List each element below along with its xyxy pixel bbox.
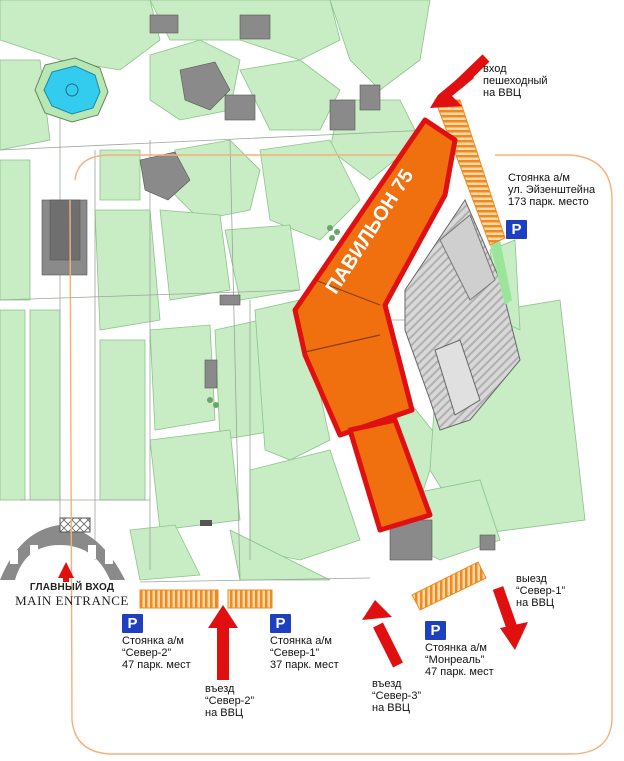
label-pedestrian-entrance: вход пешеходный на ВВЦ	[483, 63, 548, 99]
expo-boundary	[69, 154, 613, 755]
label-main-entrance: ГЛАВНЫЙ ВХОД MAIN ENTRANCE	[15, 582, 129, 608]
large-building	[404, 198, 521, 431]
parking-icon-montreal: P	[425, 621, 446, 640]
arrow-pedestrian-entrance	[430, 54, 490, 108]
arrow-entry-sever2	[208, 605, 238, 680]
parking-icon-sever2: P	[122, 614, 143, 633]
arrow-main-entrance	[58, 562, 74, 582]
green-strip	[490, 240, 512, 305]
label-exit-sever1: выезд “Север-1” на ВВЦ	[516, 573, 566, 609]
parking-icon-sever1: P	[270, 614, 291, 633]
road-lower	[139, 577, 371, 583]
arrow-entry-sever3	[362, 600, 403, 668]
small-building	[200, 520, 212, 526]
arrow-exit-sever1	[492, 586, 528, 650]
parking-sever2-area	[139, 589, 219, 609]
parking-icon-eisenstein: P	[506, 220, 527, 239]
fountain	[34, 57, 109, 123]
label-parking-sever2: Стоянка а/м “Север-2” 47 парк. мест	[122, 635, 191, 671]
parking-montreal-area	[411, 561, 487, 611]
label-parking-eisenstein: Стоянка а/м ул. Эйзенштейна 173 парк. ме…	[508, 172, 596, 208]
parking-sever1-area	[227, 589, 273, 609]
label-entry-sever3: въезд “Север-3” на ВВЦ	[372, 678, 422, 714]
label-parking-sever1: Стоянка а/м “Север-1” 37 парк. мест	[270, 635, 339, 671]
pavilion-75	[292, 117, 458, 533]
trees	[207, 225, 340, 408]
label-entry-sever2: въезд “Север-2” на ВВЦ	[205, 683, 255, 719]
main-entrance-structure	[0, 517, 125, 580]
label-parking-montreal: Стоянка а/м “Монреаль” 47 парк. мест	[425, 642, 494, 678]
